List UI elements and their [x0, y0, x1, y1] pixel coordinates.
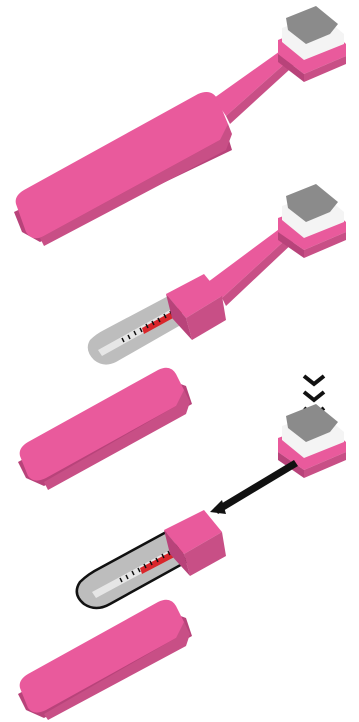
- head-2-base-front: [278, 232, 304, 258]
- head-3-base-side: [304, 452, 346, 478]
- bristles-3-dark: [286, 404, 338, 442]
- head-2-base-side: [304, 232, 346, 258]
- handle-2-side: [44, 390, 190, 490]
- neck-1: [214, 44, 298, 116]
- collar-2-front: [166, 294, 192, 340]
- handle-3-top: [19, 599, 185, 713]
- handle-1-side: [40, 124, 232, 246]
- collar-2-top: [166, 274, 222, 318]
- collar-3-side: [184, 532, 226, 576]
- head-1-base-front: [278, 54, 304, 82]
- neck-1-side: [226, 52, 300, 124]
- neck-2: [208, 224, 294, 298]
- handle-2-top: [19, 367, 185, 481]
- handle-3-side: [44, 622, 190, 720]
- handle-1-top: [15, 92, 229, 239]
- head-1-base-side: [304, 56, 346, 82]
- rod-3: [214, 460, 298, 514]
- neck-2-side: [222, 232, 296, 306]
- collar-3-top: [164, 510, 222, 554]
- rod-3-tip: [210, 500, 226, 514]
- collar-2-side: [186, 296, 226, 340]
- bristles-1-dark: [286, 6, 338, 44]
- step-1-toothbrush: [14, 6, 346, 246]
- collar-3-front: [164, 530, 190, 576]
- step-3-push-assembly: [18, 374, 346, 720]
- bristles-2-dark: [286, 184, 338, 222]
- step-2-probe-assembly: [18, 184, 346, 490]
